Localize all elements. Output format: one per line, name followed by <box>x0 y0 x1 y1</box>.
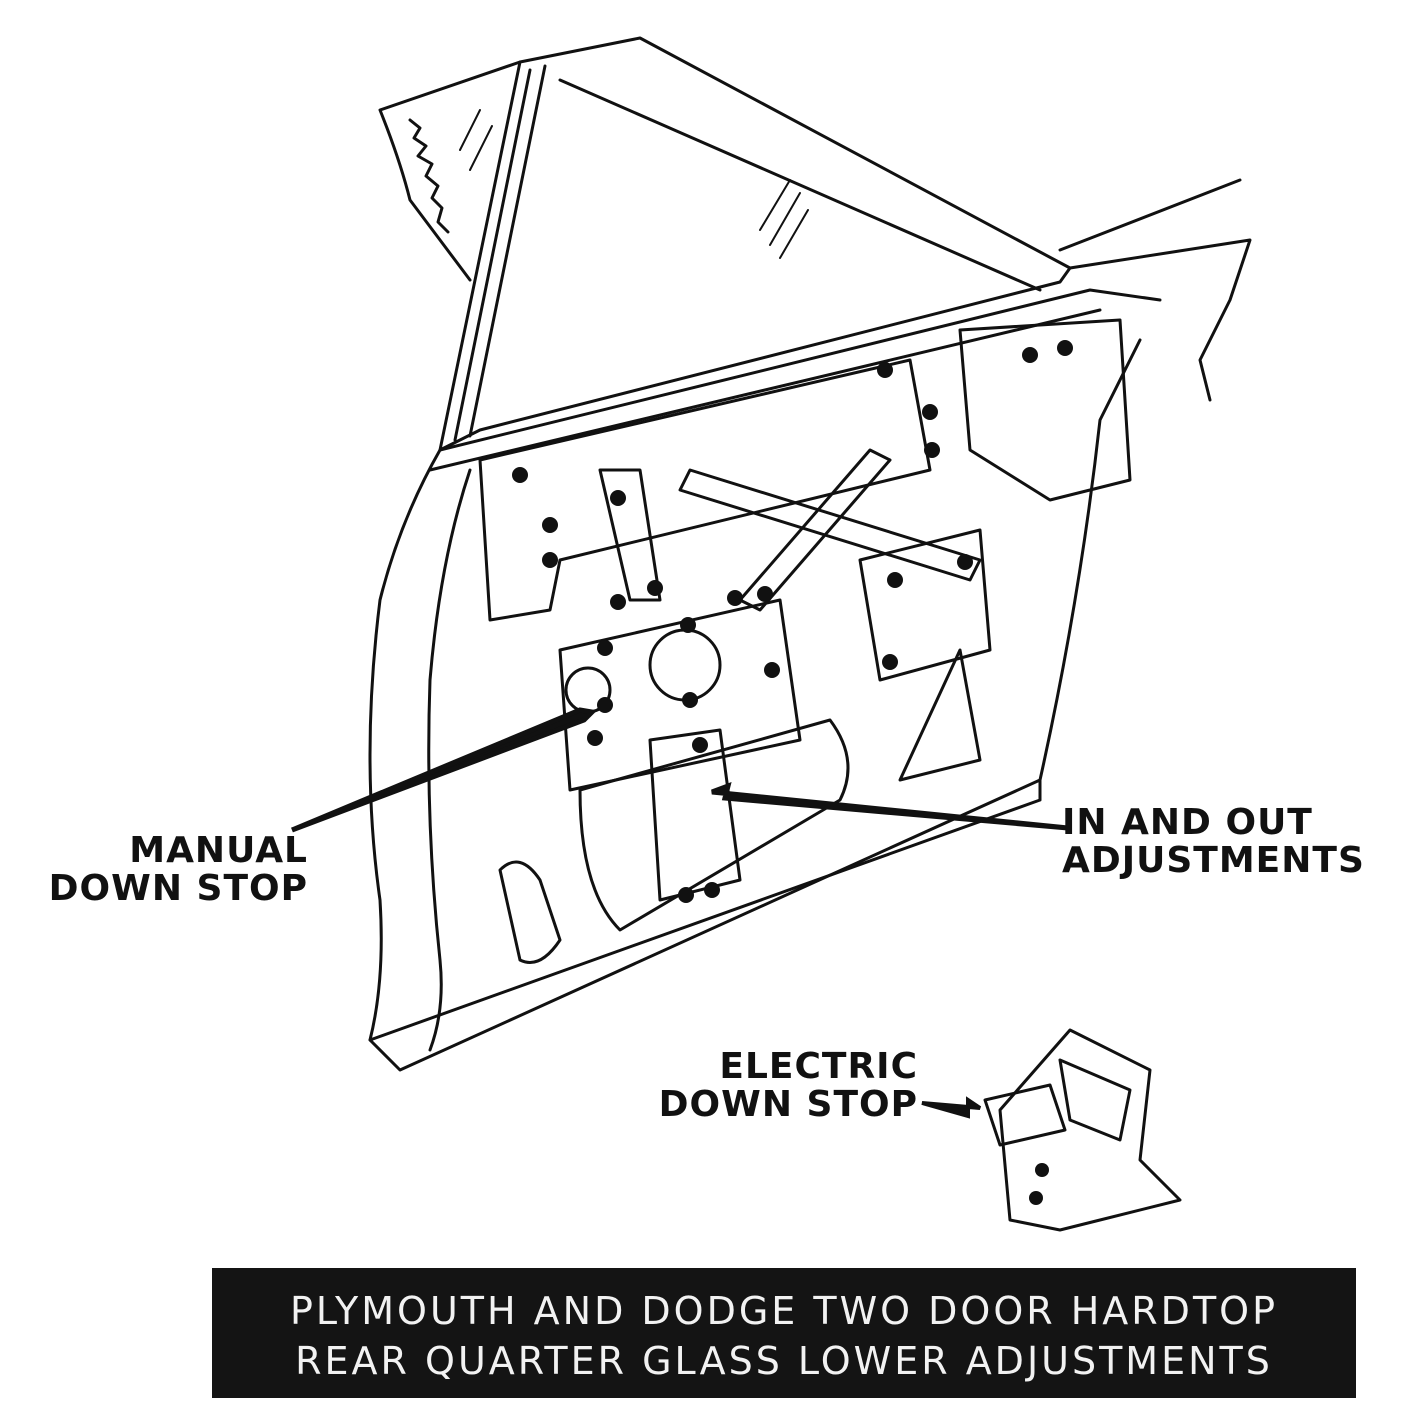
label-manual-down-stop: MANUAL DOWN STOP <box>36 832 308 908</box>
label-line: ELECTRIC <box>719 1046 918 1087</box>
leader-in-and-out <box>711 781 1069 831</box>
bolt <box>682 692 698 708</box>
bolt <box>922 404 938 420</box>
caption-line-1: PLYMOUTH AND DODGE TWO DOOR HARDTOP <box>290 1289 1278 1333</box>
side-plate <box>858 528 992 682</box>
figure-caption: PLYMOUTH AND DODGE TWO DOOR HARDTOP REAR… <box>212 1268 1356 1398</box>
electric-stop-bracket <box>998 1028 1182 1232</box>
right-bracket <box>958 318 1132 502</box>
bolt <box>678 887 694 903</box>
lift-channel <box>598 468 662 602</box>
electric-stop-switch <box>983 1083 1067 1147</box>
glass-glare <box>459 109 809 259</box>
bolt <box>1022 347 1038 363</box>
glass-frame <box>453 64 547 442</box>
access-hole-1 <box>578 718 850 932</box>
bolt <box>882 654 898 670</box>
glass-inner <box>558 78 1042 292</box>
label-in-and-out-adjustments: IN AND OUT ADJUSTMENTS <box>1062 804 1365 880</box>
bolt <box>877 362 893 378</box>
torn-edge <box>408 118 450 234</box>
bolt <box>957 554 973 570</box>
bolt <box>680 617 696 633</box>
bolt <box>704 882 720 898</box>
bolt <box>887 572 903 588</box>
bolt <box>512 467 528 483</box>
gear-box <box>558 598 802 792</box>
bolt <box>587 730 603 746</box>
access-hole-2 <box>498 860 562 964</box>
leader-electric-down-stop <box>921 1096 982 1119</box>
gear-hub <box>648 628 722 702</box>
bolt <box>757 586 773 602</box>
regulator-plate <box>478 358 932 622</box>
bolt <box>1057 340 1073 356</box>
bolt <box>727 590 743 606</box>
bolt <box>542 517 558 533</box>
belt-line <box>428 288 1162 472</box>
roof-edge <box>378 60 522 282</box>
label-electric-down-stop: ELECTRIC DOWN STOP <box>636 1048 918 1124</box>
glass-pane <box>438 36 1072 452</box>
regulator-arm-2 <box>738 448 892 612</box>
regulator-arm-1 <box>678 468 982 582</box>
leader-manual-down-stop <box>291 707 598 833</box>
bolt <box>647 580 663 596</box>
roof-right <box>1058 178 1252 402</box>
quarter-panel <box>368 338 1142 1072</box>
bolt <box>1035 1163 1049 1177</box>
access-hole-3 <box>898 648 982 782</box>
bolt <box>542 552 558 568</box>
bolt <box>1029 1191 1043 1205</box>
bolt <box>610 594 626 610</box>
bolt <box>692 737 708 753</box>
label-line: DOWN STOP <box>658 1084 918 1125</box>
label-line: MANUAL <box>129 830 308 871</box>
electric-stop-inner <box>1058 1058 1132 1142</box>
bolt <box>597 697 613 713</box>
label-line: ADJUSTMENTS <box>1062 840 1365 881</box>
bolt <box>764 662 780 678</box>
label-line: DOWN STOP <box>48 868 308 909</box>
bolt <box>924 442 940 458</box>
lower-bracket <box>648 728 742 902</box>
caption-line-2: REAR QUARTER GLASS LOWER ADJUSTMENTS <box>295 1339 1273 1383</box>
panel-lower <box>368 778 1042 1042</box>
bolt <box>597 640 613 656</box>
bolt <box>610 490 626 506</box>
label-line: IN AND OUT <box>1062 802 1313 843</box>
